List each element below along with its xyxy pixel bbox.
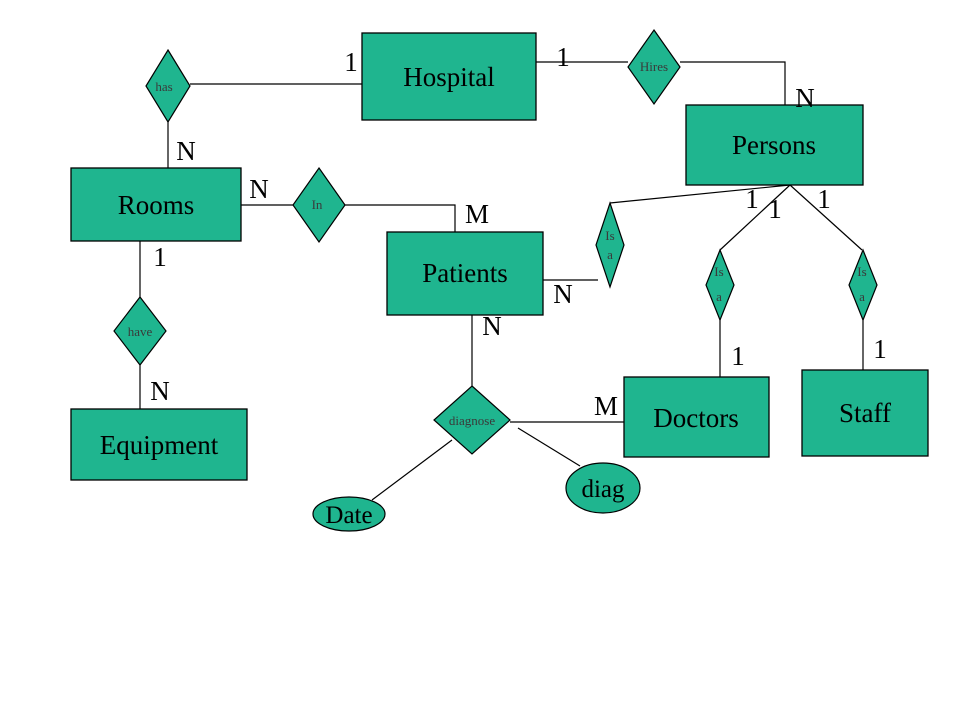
relationship-diagnose: diagnose [433, 385, 511, 455]
relationship-diamond [292, 166, 346, 244]
attribute-label: Date [325, 502, 372, 529]
line-hires-persons [680, 61, 786, 105]
entity-label: Equipment [100, 430, 219, 460]
attribute-ellipse [565, 462, 641, 514]
entity-box [386, 231, 544, 316]
cardinality-hires-persons: N [795, 83, 815, 113]
line-diagnose-diag [517, 427, 581, 467]
relationship-label: In [312, 197, 323, 212]
entity-rooms: Rooms [70, 167, 242, 242]
cardinality-isa-persons-doctors: 1 [768, 194, 782, 224]
relationship-isa-staff: Is a [848, 248, 878, 322]
entity-staff: Staff [801, 369, 929, 457]
relationship-hires: Hires [627, 28, 681, 106]
entity-label: Rooms [118, 190, 195, 220]
entity-label: Doctors [653, 403, 738, 433]
relationship-diamond [627, 28, 681, 106]
attribute-label: diag [581, 476, 625, 503]
cardinality-isa-staff: 1 [873, 334, 887, 364]
relationship-label-line1: Is [605, 228, 614, 243]
attribute-date: Date [312, 496, 386, 532]
relationship-label-line2: a [716, 289, 722, 304]
cardinality-diagnose-doctors: M [594, 391, 618, 421]
attribute-ellipse [312, 496, 386, 532]
cardinality-in-patients: M [465, 199, 489, 229]
relationship-label-line1: Is [714, 264, 723, 279]
entity-box [685, 104, 864, 186]
cardinality-isa-persons-staff: 1 [817, 184, 831, 214]
cardinality-in-rooms: N [249, 174, 269, 204]
relationship-diamond [113, 296, 167, 366]
cardinality-diagnose-patients: N [482, 311, 502, 341]
cardinality-isa-patients: N [553, 279, 573, 309]
connection-lines [139, 61, 864, 501]
entity-persons: Persons [685, 104, 864, 186]
relationship-label: diagnose [449, 413, 495, 428]
entity-equipment: Equipment [70, 408, 248, 481]
entity-label: Patients [422, 258, 508, 288]
relationship-diamond [433, 385, 511, 455]
line-in-patients [345, 204, 456, 232]
entity-box [801, 369, 929, 457]
relationship-diamond [145, 48, 191, 124]
cardinality-has-rooms: N [176, 136, 196, 166]
cardinality-isa-doctors: 1 [731, 341, 745, 371]
relationship-have: have [113, 296, 167, 366]
relationship-diamond [848, 248, 878, 322]
entity-hospital: Hospital [361, 32, 537, 121]
entity-doctors: Doctors [623, 376, 770, 458]
line-diagnose-date [371, 439, 453, 501]
relationship-isa-patients: Is a [595, 201, 625, 289]
line-persons-isa-staff [789, 184, 863, 251]
cardinality-have-equipment: N [150, 376, 170, 406]
attribute-diag: diag [565, 462, 641, 514]
cardinality-isa-persons-patients: 1 [745, 184, 759, 214]
relationship-in: In [292, 166, 346, 244]
line-persons-isa-doctors [719, 184, 791, 251]
relationship-label: have [128, 324, 153, 339]
entity-box [70, 408, 248, 481]
line-persons-isa-patients [609, 184, 791, 204]
cardinality-has-hospital: 1 [344, 47, 358, 77]
relationship-diamond [595, 201, 625, 289]
cardinality-hires-hospital: 1 [556, 42, 570, 72]
relationship-label-line2: a [859, 289, 865, 304]
entity-label: Staff [839, 398, 891, 428]
entity-box [70, 167, 242, 242]
relationship-label-line2: a [607, 247, 613, 262]
cardinality-have-rooms: 1 [153, 242, 167, 272]
entity-patients: Patients [386, 231, 544, 316]
relationship-label: has [155, 79, 172, 94]
relationship-label: Hires [640, 59, 668, 74]
entity-box [623, 376, 770, 458]
cardinality-labels: 1 N 1 N N M 1 N 1 1 1 N 1 1 N M [150, 42, 887, 421]
entity-box [361, 32, 537, 121]
relationship-label-line1: Is [857, 264, 866, 279]
entity-label: Hospital [403, 62, 495, 92]
relationship-diamond [705, 248, 735, 322]
entity-label: Persons [732, 130, 816, 160]
relationship-isa-doctors: Is a [705, 248, 735, 322]
relationship-has: has [145, 48, 191, 124]
